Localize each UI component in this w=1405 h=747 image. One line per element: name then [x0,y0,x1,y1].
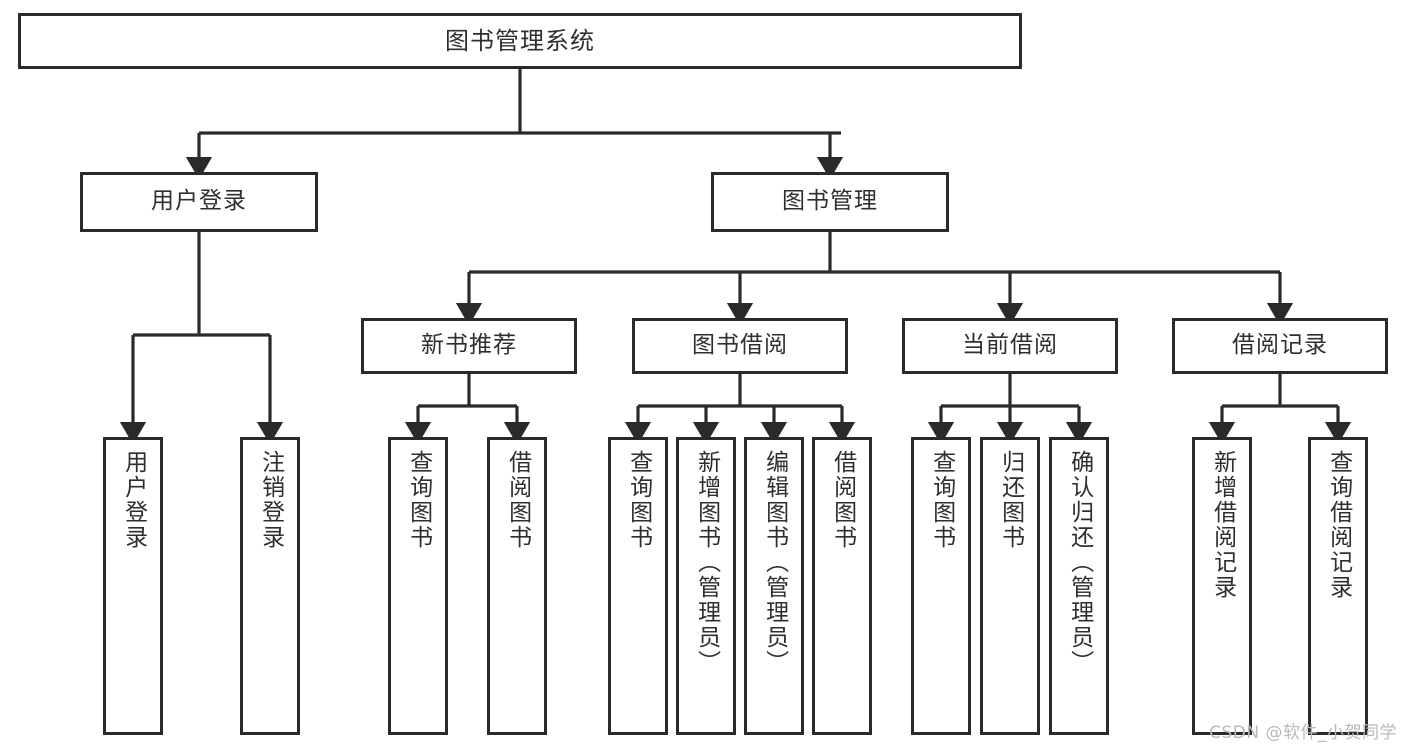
watermark: CSDN @软件_小贺同学 [1209,723,1397,743]
node-borrow-record[interactable]: 借阅记录 [1172,318,1388,374]
leaf-label: 注销登录 [257,450,284,550]
leaf-label: 确认归还（管理员） [1066,450,1093,675]
leaf-new-book-query[interactable]: 查询图书 [388,437,448,735]
node-root-label: 图书管理系统 [445,26,595,55]
leaf-label: 用户登录 [120,450,147,550]
node-book-borrow-label: 图书借阅 [692,332,788,359]
leaf-label: 编辑图书（管理员） [761,450,788,675]
node-current-borrow-label: 当前借阅 [962,332,1058,359]
leaf-label: 新增借阅记录 [1209,450,1236,600]
leaf-label: 归还图书 [997,450,1024,550]
leaf-borrow-query[interactable]: 查询图书 [608,437,668,735]
node-new-book-recommend[interactable]: 新书推荐 [361,318,577,374]
leaf-current-return[interactable]: 归还图书 [980,437,1040,735]
node-user-login-label: 用户登录 [151,188,247,215]
node-root[interactable]: 图书管理系统 [18,13,1022,69]
node-borrow-record-label: 借阅记录 [1232,332,1328,359]
node-book-borrow[interactable]: 图书借阅 [632,318,848,374]
leaf-borrow-add-book[interactable]: 新增图书（管理员） [676,437,736,735]
node-new-book-recommend-label: 新书推荐 [421,332,517,359]
node-current-borrow[interactable]: 当前借阅 [902,318,1118,374]
leaf-record-add[interactable]: 新增借阅记录 [1192,437,1252,735]
leaf-current-query[interactable]: 查询图书 [911,437,971,735]
leaf-current-confirm-return[interactable]: 确认归还（管理员） [1049,437,1109,735]
leaf-user-login-logout[interactable]: 注销登录 [240,437,300,735]
node-book-management-label: 图书管理 [782,188,878,215]
leaf-label: 查询借阅记录 [1325,450,1352,600]
leaf-record-query[interactable]: 查询借阅记录 [1308,437,1368,735]
leaf-label: 新增图书（管理员） [693,450,720,675]
node-user-login[interactable]: 用户登录 [80,172,318,232]
leaf-label: 查询图书 [405,450,432,550]
leaf-borrow-borrow-book[interactable]: 借阅图书 [812,437,872,735]
leaf-new-book-borrow[interactable]: 借阅图书 [487,437,547,735]
leaf-label: 查询图书 [928,450,955,550]
leaf-label: 借阅图书 [829,450,856,550]
leaf-label: 借阅图书 [504,450,531,550]
leaf-borrow-edit-book[interactable]: 编辑图书（管理员） [744,437,804,735]
node-book-management[interactable]: 图书管理 [711,172,949,232]
leaf-user-login-login[interactable]: 用户登录 [103,437,163,735]
leaf-label: 查询图书 [625,450,652,550]
